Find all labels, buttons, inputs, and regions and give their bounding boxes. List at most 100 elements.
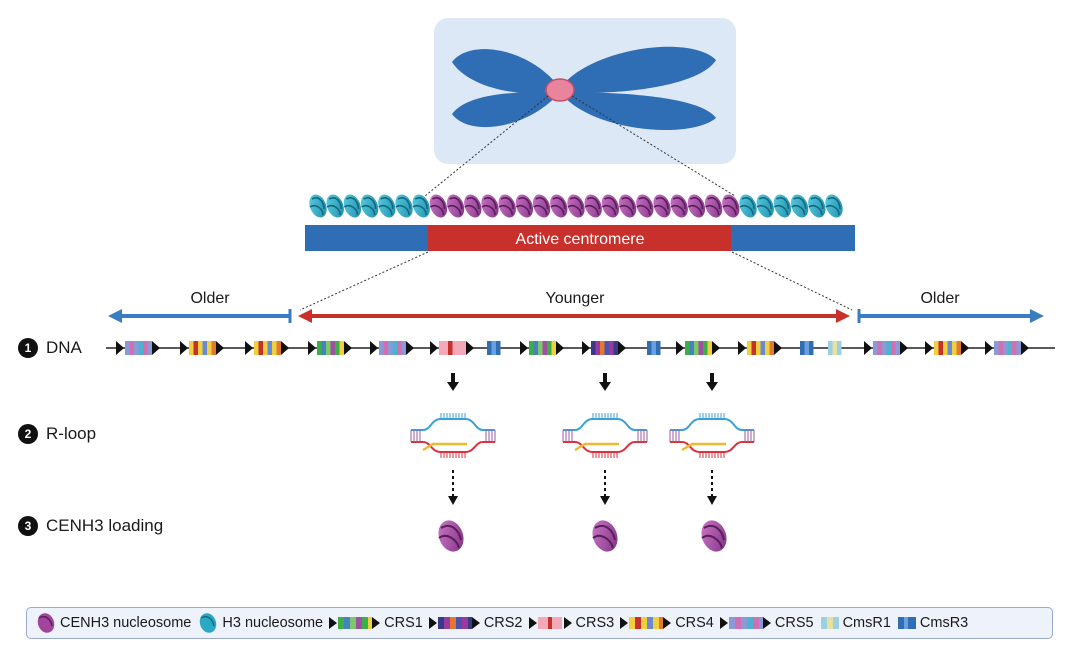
legend-h3: H3 nucleosome (197, 612, 323, 634)
cenh3-nucleosome-icon (687, 194, 706, 218)
cenh3-nucleosome-icon (722, 194, 740, 218)
crs5-repeat-icon (719, 617, 771, 629)
legend-label: CRS3 (575, 615, 615, 631)
h3-nucleosome-icon (790, 194, 809, 218)
crs3-repeat-icon (528, 617, 572, 629)
cenh3-nucleosome-icon (701, 520, 727, 552)
cenh3-nucleosome-icon (464, 194, 482, 218)
crs1-repeat (676, 341, 720, 355)
step-dna: 1 DNA (18, 338, 82, 358)
crs5-repeat (370, 341, 414, 355)
crs1-repeat-icon (329, 617, 381, 629)
legend-crs1: CRS1 (329, 615, 423, 631)
crs1-repeat (308, 341, 352, 355)
cenh3-nucleosome-icon (532, 194, 551, 218)
h3-nucleosome-icon (739, 194, 757, 218)
crs1-repeat (520, 341, 564, 355)
crs2-repeat-icon (428, 617, 480, 629)
cenh3-nucleosome-icon (429, 194, 448, 218)
cmsr1-repeat (828, 341, 842, 355)
legend-label: H3 nucleosome (222, 615, 324, 631)
cenh3-nucleosome-icon (636, 194, 654, 218)
r-loop-icon (669, 413, 755, 458)
solid-arrows (447, 373, 718, 391)
cenh3-nucleosome-icon (446, 194, 465, 218)
step-label: R-loop (46, 424, 97, 443)
h3-nucleosome-icon (773, 194, 792, 218)
h3-nucleosome-icon (326, 194, 344, 218)
cenh3-nucleosome-icon (584, 194, 602, 218)
cenh3-nucleosome-icon (567, 194, 585, 218)
step-number: 2 (18, 424, 38, 444)
nucleosome-array (309, 194, 843, 218)
crs4-repeat-icon (620, 617, 672, 629)
cmsr3-repeat (487, 341, 501, 355)
step-label: DNA (46, 338, 82, 357)
legend-cmsr1: CmsR1 (820, 615, 891, 631)
h3-nucleosome-icon (412, 194, 430, 218)
cenh3-nucleosome-icon (515, 194, 534, 218)
legend-label: CRS1 (384, 615, 423, 631)
legend-label: CENH3 nucleosome (60, 615, 192, 631)
r-loop-icon (562, 413, 648, 458)
cenh3-nucleosome-icon (670, 194, 688, 218)
crs4-repeat (180, 341, 224, 355)
cenh3-nucleosome-icon (37, 613, 55, 633)
step-number: 1 (18, 338, 38, 358)
chromatin-bar: Active centromere (305, 225, 855, 251)
cenh3-nucleosome-icon (704, 194, 723, 218)
cmsr3-repeat (800, 341, 814, 355)
legend-label: CmsR1 (842, 615, 891, 631)
cenh3-nucleosome-icon (498, 194, 516, 218)
legend-crs3: CRS3 (528, 615, 615, 631)
zoom-lines (299, 95, 853, 311)
cenh3-nucleosome-icon (481, 194, 499, 218)
h3-nucleosome-icon (756, 194, 774, 218)
active-centromere-segment (428, 225, 731, 251)
crs4-repeat (245, 341, 289, 355)
region-arrows (108, 309, 1044, 323)
cmsr3-repeat (647, 341, 661, 355)
h3-nucleosome-icon (825, 194, 843, 218)
step-label: CENH3 loading (46, 516, 164, 535)
h3-nucleosome-icon (378, 194, 396, 218)
step-number: 3 (18, 516, 38, 536)
chromosome-panel (434, 18, 736, 164)
legend: CENH3 nucleosome H3 nucleosome CRS1 CRS2 (26, 607, 1053, 639)
legend-label: CRS4 (675, 615, 714, 631)
dashed-arrows (452, 470, 713, 497)
legend-cmsr3: CmsR3 (897, 615, 968, 631)
cenh3-loaded (438, 520, 727, 552)
cenh3-nucleosome-icon (618, 194, 637, 218)
legend-cenh3: CENH3 nucleosome (35, 612, 191, 634)
centromere-icon (545, 78, 575, 102)
crs5-repeat (864, 341, 908, 355)
legend-label: CRS2 (483, 615, 523, 631)
h3-nucleosome-icon (200, 613, 217, 633)
step-r-loop: 2 R-loop (18, 424, 96, 444)
crs5-repeat (116, 341, 160, 355)
h3-nucleosome-icon (343, 194, 362, 218)
h3-nucleosome-icon (808, 194, 826, 218)
h3-nucleosome-icon (395, 194, 413, 218)
region-label-younger: Younger (545, 290, 605, 307)
legend-label: CmsR3 (919, 615, 969, 631)
cenh3-nucleosome-icon (653, 194, 671, 218)
legend-crs5: CRS5 (719, 615, 814, 631)
crs4-repeat (925, 341, 969, 355)
r-loop-group (410, 413, 755, 458)
region-label-older-right: Older (920, 290, 960, 307)
h3-nucleosome-icon (360, 194, 379, 218)
crs4-repeat (738, 341, 782, 355)
cenh3-nucleosome-icon (592, 520, 618, 552)
legend-crs4: CRS4 (620, 615, 714, 631)
legend-crs2: CRS2 (428, 615, 523, 631)
step-cenh3-loading: 3 CENH3 loading (18, 516, 163, 536)
dna-repeat-track (116, 341, 1029, 355)
crs3-repeat (430, 341, 474, 355)
region-label-older-left: Older (190, 290, 230, 307)
cmsr1-repeat-icon (820, 617, 839, 629)
h3-nucleosome-icon (309, 194, 327, 218)
r-loop-icon (410, 413, 496, 458)
